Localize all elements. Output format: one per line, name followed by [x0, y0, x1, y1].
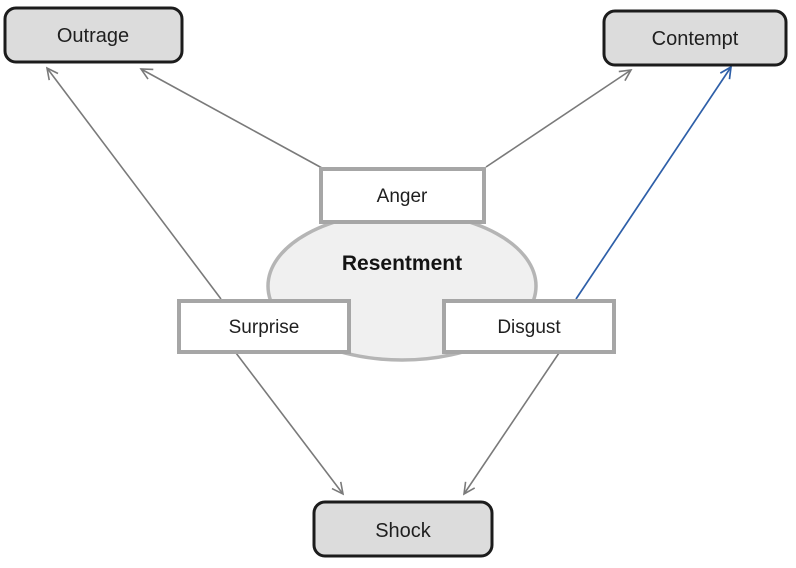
edge-surprise-to-outrage — [45, 66, 222, 300]
node-outrage-label: Outrage — [57, 25, 129, 47]
edge-disgust-to-shock — [463, 352, 560, 496]
edge-anger-to-outrage — [139, 68, 323, 169]
node-resentment-label: Resentment — [342, 252, 462, 275]
edge-anger-to-contempt — [485, 69, 633, 168]
node-contempt-label: Contempt — [652, 28, 739, 50]
node-disgust-label: Disgust — [497, 317, 561, 338]
node-outrage-box — [3, 6, 184, 64]
node-disgust-box — [442, 299, 616, 354]
node-anger-label: Anger — [377, 186, 428, 207]
node-shock-label: Shock — [375, 520, 432, 542]
node-anger-box — [319, 167, 486, 224]
node-surprise-label: Surprise — [229, 317, 300, 338]
edge-surprise-to-shock — [235, 352, 345, 496]
node-shock-box — [312, 500, 494, 558]
node-surprise-box — [177, 299, 351, 354]
edge-disgust-to-contempt — [575, 65, 733, 300]
node-contempt-box — [602, 9, 788, 67]
